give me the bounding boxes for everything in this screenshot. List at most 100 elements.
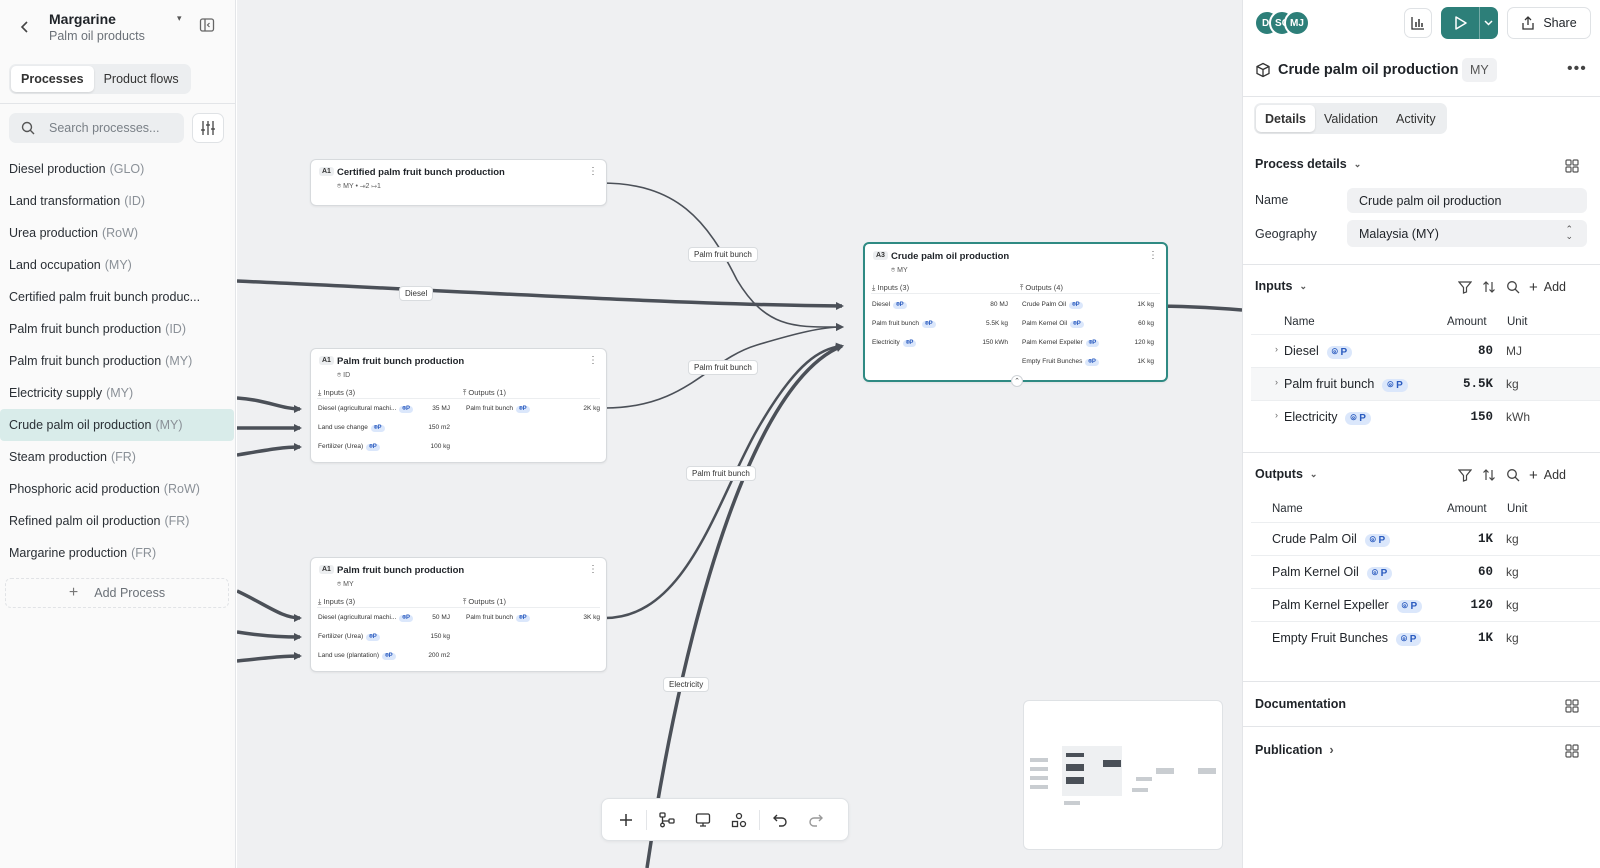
node-menu-icon[interactable]: ⋮ bbox=[588, 166, 598, 177]
project-menu-caret-icon[interactable]: ▾ bbox=[177, 13, 182, 23]
grid-icon[interactable] bbox=[1565, 159, 1579, 173]
flow-amount: 60 bbox=[1477, 565, 1493, 579]
undo-button[interactable] bbox=[762, 805, 798, 835]
flow-amount: 1K kg bbox=[1137, 358, 1154, 365]
process-name: Margarine production bbox=[9, 546, 128, 560]
tab-activity[interactable]: Activity bbox=[1395, 111, 1436, 126]
input-row[interactable]: › Palm fruit bunch⌾ P 5.5K kg bbox=[1251, 367, 1600, 400]
product-badge: ⌾P bbox=[921, 321, 936, 328]
flow-canvas[interactable]: Palm fruit bunch Diesel Palm fruit bunch… bbox=[237, 0, 1242, 868]
add-process-button[interactable]: + Add Process bbox=[5, 578, 229, 608]
chevron-right-icon[interactable]: › bbox=[1275, 377, 1278, 387]
process-item[interactable]: Land occupation(MY) bbox=[0, 249, 236, 281]
add-input-button[interactable]: +Add bbox=[1529, 279, 1566, 296]
publication-toggle[interactable]: Publication › bbox=[1255, 742, 1334, 757]
more-options-icon[interactable]: ••• bbox=[1567, 60, 1587, 77]
process-item[interactable]: Phosphoric acid production(RoW) bbox=[0, 473, 236, 505]
process-node-certified[interactable]: A1 Certified palm fruit bunch production… bbox=[310, 159, 607, 206]
process-item[interactable]: Refined palm oil production(FR) bbox=[0, 505, 236, 537]
process-item[interactable]: Margarine production(FR) bbox=[0, 537, 236, 569]
documentation-section[interactable]: Documentation bbox=[1255, 697, 1346, 711]
redo-button[interactable] bbox=[798, 805, 834, 835]
tab-validation[interactable]: Validation bbox=[1324, 111, 1378, 126]
geography-select[interactable]: Malaysia (MY) ⌃⌄ bbox=[1347, 220, 1587, 247]
collapse-sidebar-button[interactable] bbox=[199, 17, 217, 35]
tab-processes[interactable]: Processes bbox=[11, 66, 94, 92]
sort-icon bbox=[1483, 281, 1495, 293]
filter-settings-button[interactable] bbox=[192, 113, 224, 143]
process-item[interactable]: Certified palm fruit bunch produc... bbox=[0, 281, 236, 313]
sort-button[interactable] bbox=[1477, 277, 1501, 297]
flow-amount: 120 kg bbox=[1134, 339, 1154, 346]
filter-button[interactable] bbox=[1453, 277, 1477, 297]
project-title[interactable]: Margarine bbox=[49, 11, 116, 27]
collapse-node-button[interactable]: ⌃ bbox=[1011, 375, 1023, 387]
search-button[interactable] bbox=[1501, 277, 1525, 297]
sort-button[interactable] bbox=[1477, 465, 1501, 485]
process-node-pfb-id[interactable]: A1 Palm fruit bunch production ⋮ ⌾ ID ⤓ … bbox=[310, 348, 607, 463]
add-output-button[interactable]: +Add bbox=[1529, 467, 1566, 484]
chevron-right-icon[interactable]: › bbox=[1275, 344, 1278, 354]
outputs-toggle[interactable]: Outputs ⌄ bbox=[1255, 467, 1317, 481]
tab-details[interactable]: Details bbox=[1256, 105, 1315, 132]
node-menu-icon[interactable]: ⋮ bbox=[1148, 250, 1158, 261]
process-item-selected[interactable]: Crude palm oil production(MY) bbox=[0, 409, 234, 441]
search-input[interactable] bbox=[49, 118, 179, 138]
input-row[interactable]: › Diesel⌾ P 80 MJ bbox=[1251, 334, 1600, 367]
output-row[interactable]: Palm Kernel Oil⌾ P 60 kg bbox=[1251, 555, 1600, 588]
process-node-crude-palm-oil[interactable]: A3 Crude palm oil production ⋮ ⌾ MY ⤓ In… bbox=[863, 242, 1168, 387]
back-button[interactable] bbox=[14, 16, 36, 38]
add-node-button[interactable] bbox=[608, 805, 644, 835]
sidebar-panel-icon bbox=[199, 18, 215, 32]
chevron-right-icon[interactable]: › bbox=[1275, 410, 1278, 420]
process-details-toggle[interactable]: Process details ⌄ bbox=[1255, 157, 1361, 171]
process-item[interactable]: Steam production(FR) bbox=[0, 441, 236, 473]
input-row[interactable]: › Electricity⌾ P 150 kWh bbox=[1251, 400, 1600, 433]
process-item[interactable]: Land transformation(ID) bbox=[0, 185, 236, 217]
node-menu-icon[interactable]: ⋮ bbox=[588, 564, 598, 575]
process-item[interactable]: Diesel production(GLO) bbox=[0, 153, 236, 185]
process-item[interactable]: Electricity supply(MY) bbox=[0, 377, 236, 409]
present-button[interactable] bbox=[685, 805, 721, 835]
name-field[interactable]: Crude palm oil production bbox=[1347, 188, 1587, 213]
minimap[interactable] bbox=[1023, 700, 1223, 850]
chevron-down-icon[interactable] bbox=[1484, 20, 1493, 26]
run-calculation-button[interactable] bbox=[1441, 7, 1498, 39]
auto-layout-button[interactable] bbox=[649, 805, 685, 835]
process-item[interactable]: Palm fruit bunch production(MY) bbox=[0, 345, 236, 377]
share-button[interactable]: Share bbox=[1507, 7, 1591, 39]
tab-product-flows[interactable]: Product flows bbox=[103, 72, 179, 86]
process-node-pfb-my[interactable]: A1 Palm fruit bunch production ⋮ ⌾ MY ⤓ … bbox=[310, 557, 607, 672]
node-menu-icon[interactable]: ⋮ bbox=[588, 355, 598, 366]
filter-button[interactable] bbox=[1453, 465, 1477, 485]
process-name: Land occupation bbox=[9, 258, 101, 272]
output-row[interactable]: Palm Kernel Expeller⌾ P 120 kg bbox=[1251, 588, 1600, 621]
output-row[interactable]: Empty Fruit Bunches⌾ P 1K kg bbox=[1251, 621, 1600, 654]
inputs-toggle[interactable]: Inputs ⌄ bbox=[1255, 279, 1307, 293]
avatar[interactable]: MJ bbox=[1284, 10, 1310, 36]
grid-icon[interactable] bbox=[1565, 699, 1579, 713]
process-item[interactable]: Palm fruit bunch production(ID) bbox=[0, 313, 236, 345]
results-chart-button[interactable] bbox=[1404, 8, 1432, 38]
shapes-button[interactable] bbox=[721, 805, 757, 835]
grid-icon[interactable] bbox=[1565, 744, 1579, 758]
process-geo: (ID) bbox=[165, 322, 186, 336]
output-row[interactable]: Crude Palm Oil⌾ P 1K kg bbox=[1251, 522, 1600, 555]
search-button[interactable] bbox=[1501, 465, 1525, 485]
process-item[interactable]: Urea production(RoW) bbox=[0, 217, 236, 249]
